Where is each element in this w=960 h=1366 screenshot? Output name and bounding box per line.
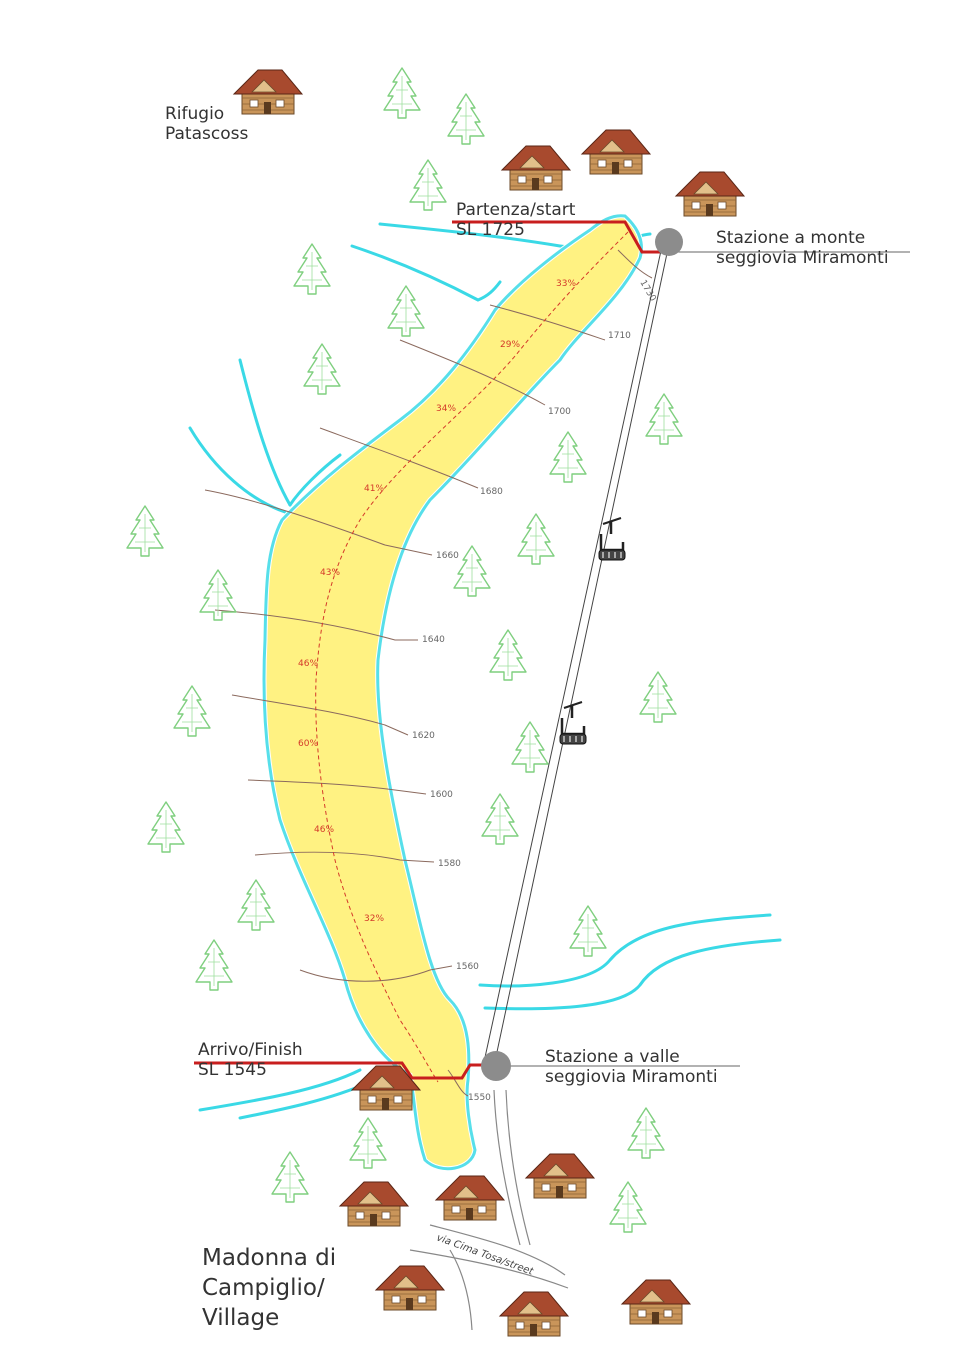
rifugio-label: Rifugio Patascoss — [165, 104, 249, 145]
slope-label: 41% — [364, 484, 384, 494]
contour-label: 1600 — [430, 790, 453, 800]
slope-label: 32% — [364, 914, 384, 924]
contour-label: 1710 — [608, 331, 631, 341]
contour-label: 1700 — [548, 407, 571, 417]
contour-lines — [204, 249, 653, 1097]
top-station-label: Stazione a monte seggiovia Miramonti — [716, 228, 889, 269]
pine-tree-icon — [489, 629, 527, 681]
piste-area — [261, 213, 644, 1172]
slope-label: 29% — [500, 340, 520, 350]
pine-tree-icon — [639, 671, 677, 723]
slope-label: 46% — [298, 659, 318, 669]
pine-tree-icon — [609, 1181, 647, 1233]
pine-tree-icon — [569, 905, 607, 957]
piste-border — [262, 214, 643, 1171]
pine-tree-icon — [517, 513, 555, 565]
slope-label: 60% — [298, 739, 318, 749]
finish-label: Arrivo/Finish SL 1545 — [198, 1040, 303, 1081]
roads — [409, 1089, 569, 1331]
slope-label: 43% — [320, 568, 340, 578]
pine-tree-icon — [409, 159, 447, 211]
pine-tree-icon — [511, 721, 549, 773]
cabin-icon — [499, 1291, 569, 1337]
pine-tree-icon — [126, 505, 164, 557]
chairlift-chair-icon — [558, 700, 588, 746]
lift-station-icon — [655, 228, 683, 256]
slope-label: 46% — [314, 825, 334, 835]
start-label: Partenza/start SL 1725 — [456, 200, 576, 241]
contour-label: 1550 — [468, 1093, 491, 1103]
cabin-icon — [435, 1175, 505, 1221]
cabin-icon — [675, 171, 745, 217]
pine-tree-icon — [481, 793, 519, 845]
chairlift-chair-icon — [597, 516, 627, 562]
pine-tree-icon — [147, 801, 185, 853]
pine-tree-icon — [199, 569, 237, 621]
contour-label: 1680 — [480, 487, 503, 497]
contour-label: 1560 — [456, 962, 479, 972]
lift-station-icon — [481, 1051, 511, 1081]
contour-label: 1730 — [637, 279, 657, 304]
cabin-icon — [339, 1181, 409, 1227]
slope-label: 34% — [436, 404, 456, 414]
contour-labels: 1730 1710 1700 1680 1660 1640 1620 1600 … — [412, 279, 658, 1104]
cabin-icon — [581, 129, 651, 175]
pine-tree-icon — [549, 431, 587, 483]
chairlift-cable — [483, 243, 670, 1067]
pine-tree-icon — [645, 393, 683, 445]
cabin-icon — [621, 1279, 691, 1325]
pine-tree-icon — [293, 243, 331, 295]
cabin-icon — [375, 1265, 445, 1311]
pine-tree-icon — [237, 879, 275, 931]
contour-label: 1620 — [412, 731, 435, 741]
cabin-icon — [525, 1153, 595, 1199]
pine-tree-icon — [271, 1151, 309, 1203]
slope-label: 33% — [556, 279, 576, 289]
pine-tree-icon — [627, 1107, 665, 1159]
pine-tree-icon — [453, 545, 491, 597]
pine-tree-icon — [447, 93, 485, 145]
contour-label: 1660 — [436, 551, 459, 561]
pine-tree-icon — [387, 285, 425, 337]
contour-label: 1580 — [438, 859, 461, 869]
start-line — [452, 220, 660, 254]
contour-label: 1640 — [422, 635, 445, 645]
pine-tree-icon — [195, 939, 233, 991]
slope-labels: 33% 29% 34% 41% 43% 46% 60% 46% 32% — [298, 279, 576, 924]
street-label: via Cima Tosa/street — [435, 1232, 536, 1278]
cabin-icon — [501, 145, 571, 191]
pine-tree-icon — [303, 343, 341, 395]
valley-station-label: Stazione a valle seggiovia Miramonti — [545, 1047, 718, 1088]
village-label: Madonna di Campiglio/ Village — [202, 1245, 337, 1331]
pine-tree-icon — [173, 685, 211, 737]
pine-tree-icon — [383, 67, 421, 119]
finish-line — [194, 1061, 498, 1080]
pine-tree-icon — [349, 1117, 387, 1169]
